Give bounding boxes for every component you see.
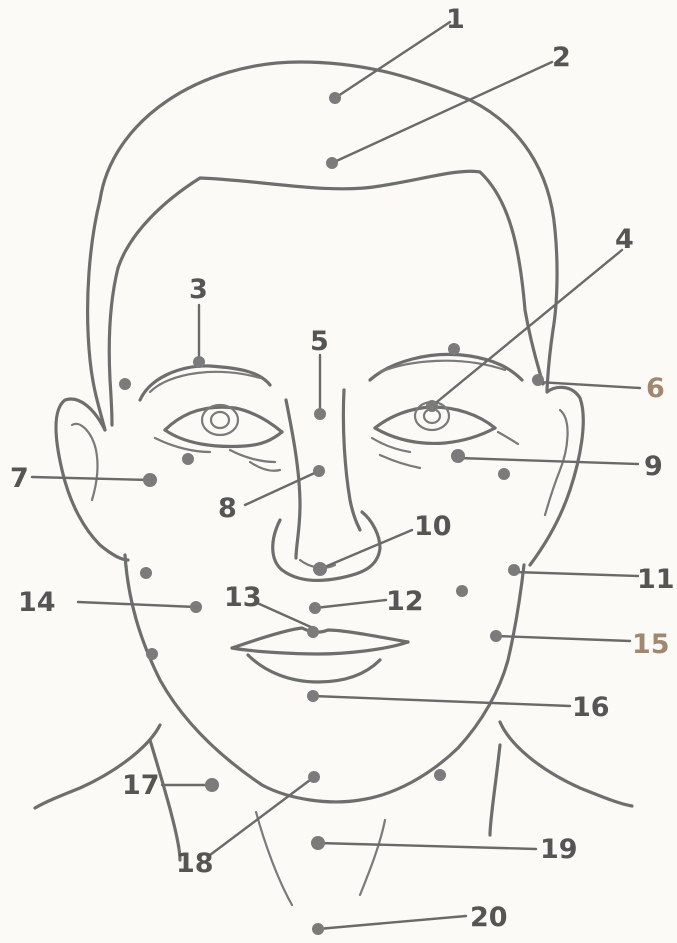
point-10-label: 10 xyxy=(414,511,452,542)
point-5-label: 5 xyxy=(310,326,329,357)
point-13-dot xyxy=(307,626,319,638)
point-2-dot xyxy=(326,157,338,169)
point-1-label: 1 xyxy=(446,4,465,35)
neck-shoulders xyxy=(35,722,632,905)
point-18-dot xyxy=(308,771,320,783)
unlabeled-dot xyxy=(146,648,158,660)
unlabeled-dot xyxy=(448,343,460,355)
point-14-dot xyxy=(190,601,202,613)
point-11-dot xyxy=(508,564,520,576)
point-11-label: 11 xyxy=(637,564,675,595)
point-1-dot xyxy=(329,92,341,104)
point-3-label: 3 xyxy=(189,274,208,305)
unlabeled-dot xyxy=(498,468,510,480)
point-4-label: 4 xyxy=(615,224,634,255)
unlabeled-dot xyxy=(119,378,131,390)
head-outline xyxy=(88,62,557,430)
point-6-label: 6 xyxy=(646,373,665,404)
point-8-dot xyxy=(313,465,325,477)
point-19-label: 19 xyxy=(540,834,578,865)
unlabeled-dot xyxy=(434,769,446,781)
point-17-dot xyxy=(205,778,219,792)
point-2-label: 2 xyxy=(552,42,571,73)
point-13-label: 13 xyxy=(224,582,262,613)
point-12-dot xyxy=(309,602,321,614)
point-8-label: 8 xyxy=(218,493,237,524)
point-14-label: 14 xyxy=(18,587,56,618)
right-ear xyxy=(530,387,583,565)
unlabeled-dot xyxy=(456,585,468,597)
point-9-dot xyxy=(451,449,465,463)
acupoint-dots xyxy=(119,92,544,935)
point-6-dot xyxy=(532,374,544,386)
point-5-dot xyxy=(314,408,326,420)
point-10-dot xyxy=(313,562,327,576)
point-16-dot xyxy=(307,690,319,702)
point-15-dot xyxy=(490,630,502,642)
left-eye xyxy=(155,405,282,471)
point-18-label: 18 xyxy=(176,848,214,879)
point-20-dot xyxy=(312,923,324,935)
point-7-dot xyxy=(143,473,157,487)
point-17-label: 17 xyxy=(122,770,160,801)
point-20-label: 20 xyxy=(470,902,508,933)
point-19-dot xyxy=(311,836,325,850)
point-12-label: 12 xyxy=(386,586,424,617)
point-16-label: 16 xyxy=(572,692,610,723)
unlabeled-dot xyxy=(182,453,194,465)
point-7-label: 7 xyxy=(10,463,29,494)
point-9-label: 9 xyxy=(644,451,663,482)
point-15-label: 15 xyxy=(632,629,670,660)
point-3-dot xyxy=(193,356,205,368)
point-4-dot xyxy=(426,400,438,412)
mouth xyxy=(232,628,408,682)
unlabeled-dot xyxy=(140,567,152,579)
